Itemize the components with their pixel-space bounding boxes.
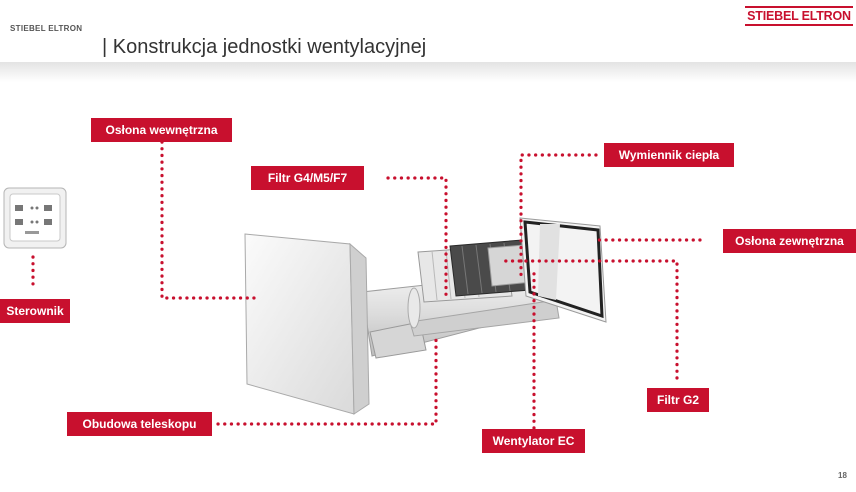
brand-small-text: STIEBEL ELTRON xyxy=(10,24,83,33)
page-title: | Konstrukcja jednostki wentylacyjnej xyxy=(102,36,427,58)
label-wymiennik-ciepla: Wymiennik ciepła xyxy=(604,143,734,167)
leader-filtr-g2 xyxy=(498,259,679,380)
label-filtr-g4-m5-f7: Filtr G4/M5/F7 xyxy=(251,166,364,190)
header-band xyxy=(0,62,856,82)
page-number: 18 xyxy=(838,471,847,480)
label-oslona-wewnetrzna: Osłona wewnętrzna xyxy=(91,118,232,142)
leader-wymiennik xyxy=(519,153,598,282)
logo-bar-top xyxy=(745,6,853,8)
leader-filtr-g4 xyxy=(386,176,448,300)
outer-cover xyxy=(519,217,607,323)
label-obudowa-teleskopu: Obudowa teleskopu xyxy=(67,412,212,436)
inner-cover xyxy=(244,233,370,415)
leader-obudowa xyxy=(216,338,438,426)
controller-device xyxy=(3,187,67,249)
label-sterownik: Sterownik xyxy=(0,299,70,323)
logo-bar-bottom xyxy=(745,24,853,26)
leader-oslona-wewnetrzna xyxy=(160,140,260,300)
stiebel-eltron-logo: STIEBEL ELTRON xyxy=(745,6,853,26)
label-filtr-g2: Filtr G2 xyxy=(647,388,709,412)
leader-lines xyxy=(31,140,702,430)
logo-text: STIEBEL ELTRON xyxy=(747,9,851,23)
label-oslona-zewnetrzna: Osłona zewnętrzna xyxy=(723,229,856,253)
label-wentylator-ec: Wentylator EC xyxy=(482,429,585,453)
